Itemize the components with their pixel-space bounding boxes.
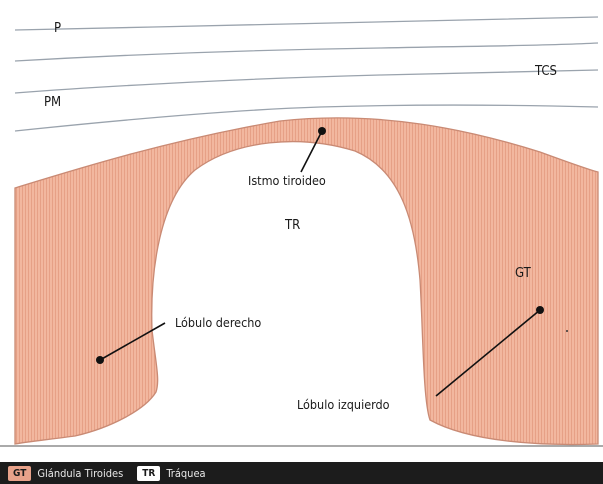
label-tcs: TCS [535,64,557,79]
layer-line-3 [15,70,598,93]
legend-gt-text: Glándula Tiroides [37,467,123,480]
legend-tr-tag: TR [137,466,160,481]
skin-line [15,17,598,30]
label-p: P [54,21,61,36]
label-tr: TR [285,218,300,233]
label-lobulo-izquierdo: Lóbulo izquierdo [297,397,390,412]
label-istmo-tiroideo: Istmo tiroideo [248,173,326,188]
thyroid-ultrasound-diagram [0,0,603,462]
tissue-layer-lines [15,17,598,131]
label-gt: GT [515,266,531,281]
layer-line-2 [15,43,598,61]
label-pm: PM [44,95,61,110]
thyroid-gland-shape [15,118,598,445]
legend-bar: GT Glándula Tiroides TR Tráquea [0,462,603,484]
legend-gt-tag: GT [8,466,31,481]
speck-dot [566,330,568,332]
label-lobulo-derecho: Lóbulo derecho [175,315,261,330]
legend-tr-text: Tráquea [166,467,205,480]
